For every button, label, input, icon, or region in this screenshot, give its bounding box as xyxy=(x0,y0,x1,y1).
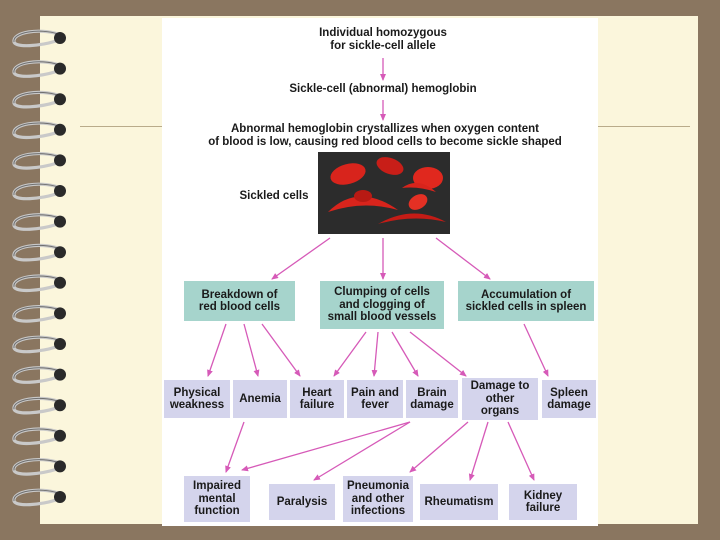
spiral-ring xyxy=(12,243,66,262)
node-kidney-failure: Kidney failure xyxy=(509,484,577,520)
spiral-binding xyxy=(12,29,66,507)
node-accumulation-spleen: Accumulation of sickled cells in spleen xyxy=(458,281,594,321)
spiral-ring xyxy=(12,274,66,293)
sickled-cells-micrograph xyxy=(318,152,450,234)
node-abnormal-hemoglobin: Sickle-cell (abnormal) hemoglobin xyxy=(289,83,477,95)
node-spleen-damage: Spleen damage xyxy=(542,380,596,418)
node-pain-fever: Pain and fever xyxy=(347,380,403,418)
node-damage-other-organs: Damage to other organs xyxy=(462,378,538,420)
node-clumping-cells: Clumping of cells and clogging of small … xyxy=(320,281,444,329)
node-brain-damage: Brain damage xyxy=(406,380,458,418)
spiral-ring xyxy=(12,152,66,170)
node-breakdown-red-cells: Breakdown of red blood cells xyxy=(184,281,295,321)
node-homozygous: Individual homozygous for sickle-cell al… xyxy=(319,27,447,52)
node-pneumonia-infections: Pneumonia and other infections xyxy=(343,476,413,522)
node-anemia: Anemia xyxy=(233,380,287,418)
spiral-ring xyxy=(12,427,66,446)
node-impaired-mental-function: Impaired mental function xyxy=(184,476,250,522)
spiral-ring xyxy=(12,488,66,507)
spiral-ring xyxy=(12,366,66,384)
node-physical-weakness: Physical weakness xyxy=(164,380,230,418)
spiral-ring xyxy=(12,213,66,231)
spiral-ring xyxy=(12,396,66,415)
spiral-ring xyxy=(12,458,66,476)
node-paralysis: Paralysis xyxy=(269,484,335,520)
node-rheumatism: Rheumatism xyxy=(420,484,498,520)
spiral-ring xyxy=(12,182,66,201)
spiral-ring xyxy=(12,305,66,323)
node-crystallizes: Abnormal hemoglobin crystallizes when ox… xyxy=(208,123,562,148)
spiral-ring xyxy=(12,121,66,140)
spiral-ring xyxy=(12,335,66,354)
label-sickled-cells: Sickled cells xyxy=(239,190,309,202)
node-heart-failure: Heart failure xyxy=(290,380,344,418)
spiral-ring xyxy=(12,90,66,109)
spiral-ring xyxy=(12,29,66,48)
spiral-ring xyxy=(12,60,66,78)
